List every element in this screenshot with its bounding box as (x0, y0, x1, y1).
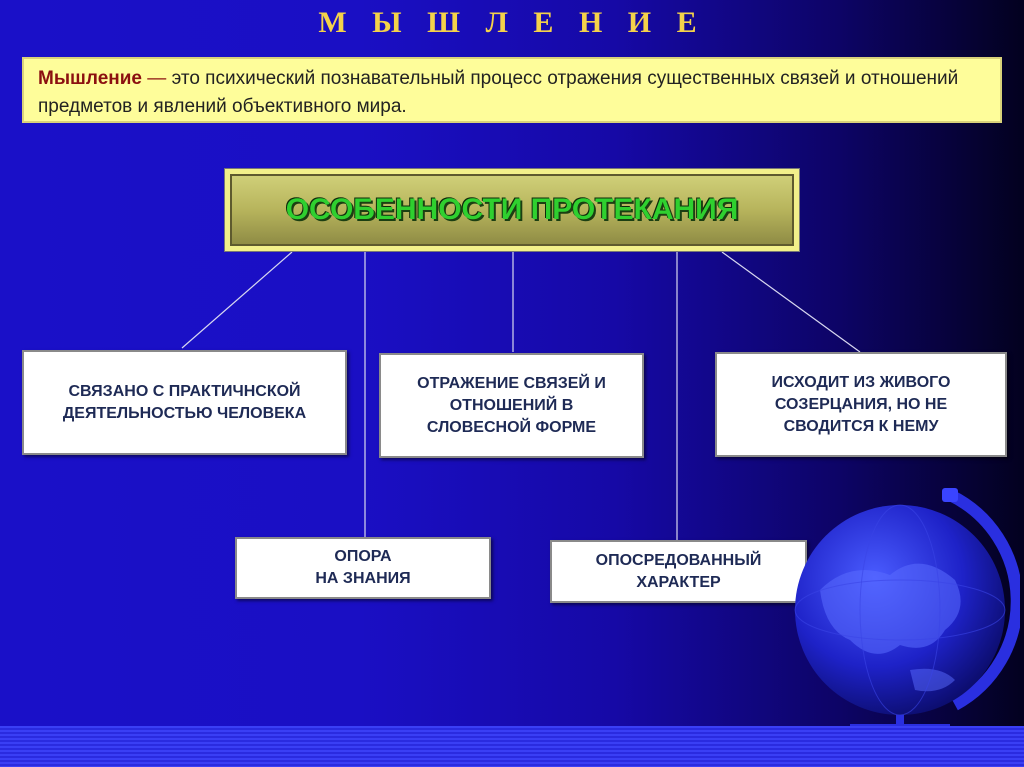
node-practical: СВЯЗАНО С ПРАКТИЧНСКОЙ ДЕЯТЕЛЬНОСТЬЮ ЧЕЛ… (22, 350, 347, 455)
node-contemplation-label: ИСХОДИТ ИЗ ЖИВОГО СОЗЕРЦАНИЯ, НО НЕ СВОД… (771, 373, 951, 435)
node-knowledge-label: ОПОРА НА ЗНАНИЯ (315, 548, 411, 587)
node-verbal-label: ОТРАЖЕНИЕ СВЯЗЕЙ И ОТНОШЕНИЙ В СЛОВЕСНОЙ… (417, 374, 606, 436)
node-mediated: ОПОСРЕДОВАННЫЙ ХАРАКТЕР (550, 540, 807, 603)
definition-box: Мышление — это психический познавательны… (22, 57, 1002, 123)
definition-term: Мышление (38, 68, 142, 89)
features-header: ОСОБЕННОСТИ ПРОТЕКАНИЯ (224, 168, 800, 252)
globe-icon (794, 488, 1020, 730)
node-verbal: ОТРАЖЕНИЕ СВЯЗЕЙ И ОТНОШЕНИЙ В СЛОВЕСНОЙ… (379, 353, 644, 458)
node-contemplation: ИСХОДИТ ИЗ ЖИВОГО СОЗЕРЦАНИЯ, НО НЕ СВОД… (715, 352, 1007, 457)
connector-contemplation (721, 251, 861, 353)
slide-title: М Ы Ш Л Е Н И Е (318, 6, 706, 39)
bottom-bar (0, 726, 1024, 767)
connector-practical (181, 251, 293, 349)
node-knowledge: ОПОРА НА ЗНАНИЯ (235, 537, 491, 599)
definition-dash: — (142, 68, 172, 89)
features-header-label: ОСОБЕННОСТИ ПРОТЕКАНИЯ (285, 193, 739, 226)
node-mediated-label: ОПОСРЕДОВАННЫЙ ХАРАКТЕР (595, 551, 762, 591)
features-header-inner: ОСОБЕННОСТИ ПРОТЕКАНИЯ (230, 174, 794, 246)
node-practical-label: СВЯЗАНО С ПРАКТИЧНСКОЙ ДЕЯТЕЛЬНОСТЬЮ ЧЕЛ… (62, 382, 307, 422)
definition-text: это психический познавательный процесс о… (38, 68, 959, 117)
